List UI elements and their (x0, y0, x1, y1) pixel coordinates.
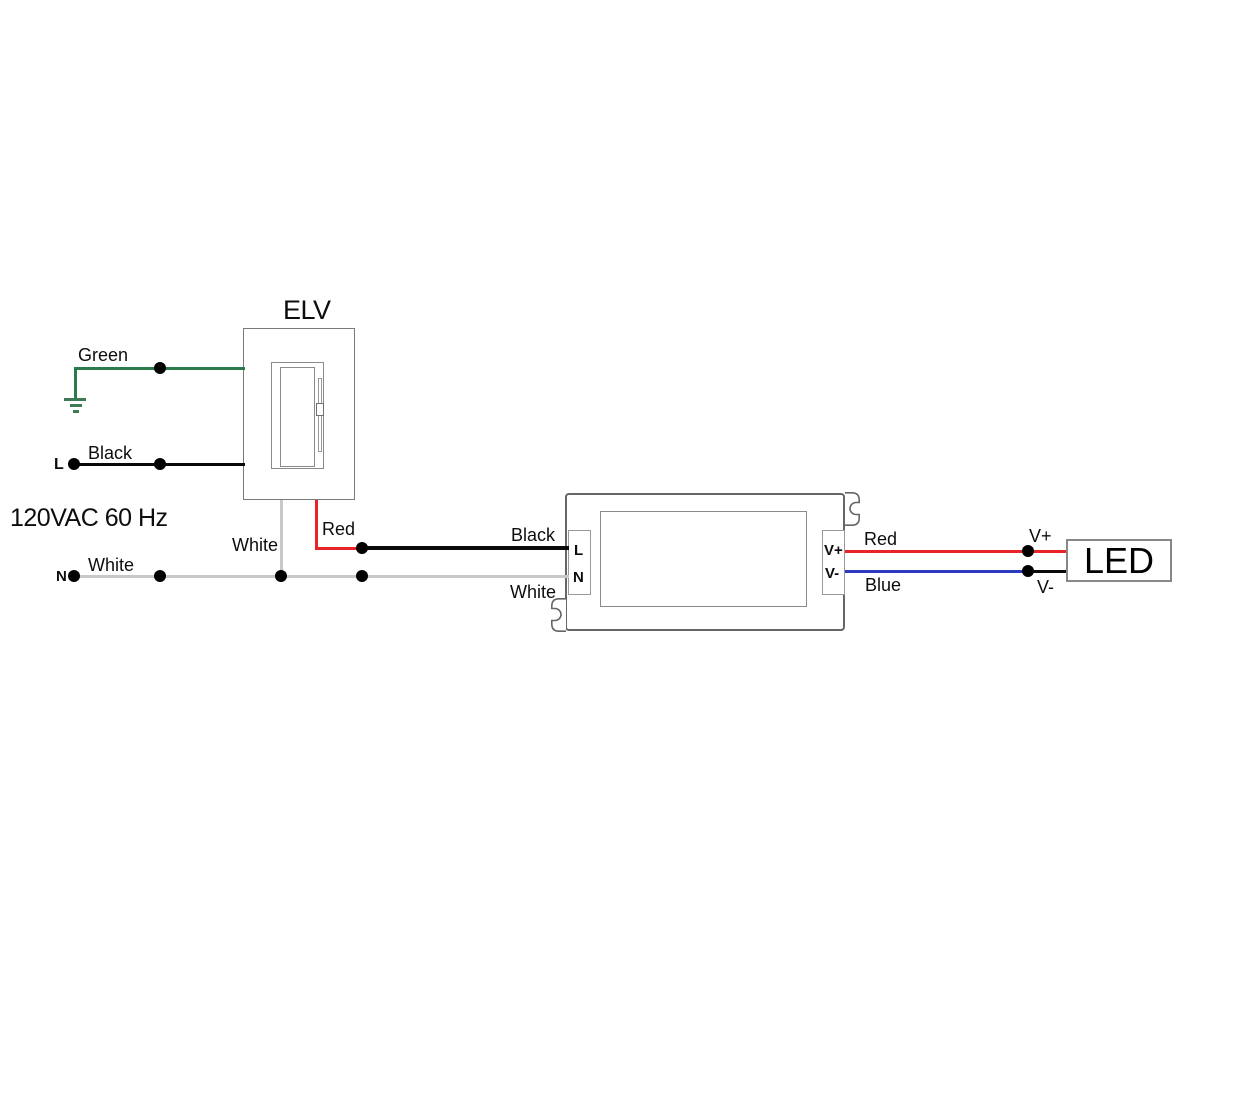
driver-input-black-wire (362, 546, 569, 550)
driver-mounting-tab-bottom (551, 598, 566, 632)
driver-terminal-vminus-label: V- (825, 565, 840, 582)
driver-inner-box (600, 511, 807, 607)
driver-mounting-tab-top (845, 492, 860, 526)
white-wire-label: White (88, 555, 135, 575)
junction-dot (356, 542, 368, 554)
driver-terminal-l-label: L (574, 542, 584, 559)
dimmer-red-wire-label: Red (322, 519, 356, 539)
dimmer-white-wire-label: White (232, 535, 279, 555)
junction-dot (275, 570, 287, 582)
green-ground-wire-drop (74, 366, 77, 399)
junction-dot (154, 458, 166, 470)
line-terminal-label: L (54, 456, 64, 473)
green-wire-label: Green (78, 345, 129, 365)
driver-input-terminal-block (568, 530, 591, 595)
neutral-terminal-label: N (56, 568, 67, 585)
elv-title: ELV (283, 295, 331, 325)
output-blue-wire-label: Blue (865, 575, 902, 595)
led-box: LED (1066, 539, 1172, 582)
junction-dot (1022, 545, 1034, 557)
dimmer-paddle (280, 367, 315, 467)
junction-dot (1022, 565, 1034, 577)
neutral-white-wire (74, 574, 569, 578)
dimmer-slider-knob (316, 403, 324, 416)
driver-black-wire-label: Black (511, 525, 556, 545)
junction-dot (356, 570, 368, 582)
line-terminal-dot (68, 458, 80, 470)
driver-terminal-n-label: N (573, 569, 584, 586)
voltage-label: 120VAC 60 Hz (10, 504, 168, 532)
led-vplus-label: V+ (1029, 526, 1052, 546)
dimmer-red-wire-vertical (315, 500, 318, 550)
junction-dot (154, 362, 166, 374)
led-label: LED (1083, 539, 1155, 581)
black-wire-label: Black (88, 443, 133, 463)
dimmer-red-wire-horizontal (315, 546, 363, 550)
driver-output-terminal-block (822, 530, 845, 595)
output-red-wire-label: Red (864, 529, 898, 549)
dimmer-white-wire (279, 500, 283, 576)
led-vminus-label: V- (1037, 577, 1055, 597)
driver-output-red-wire (845, 549, 1066, 553)
junction-dot (154, 570, 166, 582)
neutral-terminal-dot (68, 570, 80, 582)
led-vminus-black-wire (1028, 569, 1066, 573)
driver-white-wire-label: White (510, 582, 557, 602)
driver-output-blue-wire (845, 569, 1028, 573)
driver-terminal-vplus-label: V+ (824, 542, 843, 559)
